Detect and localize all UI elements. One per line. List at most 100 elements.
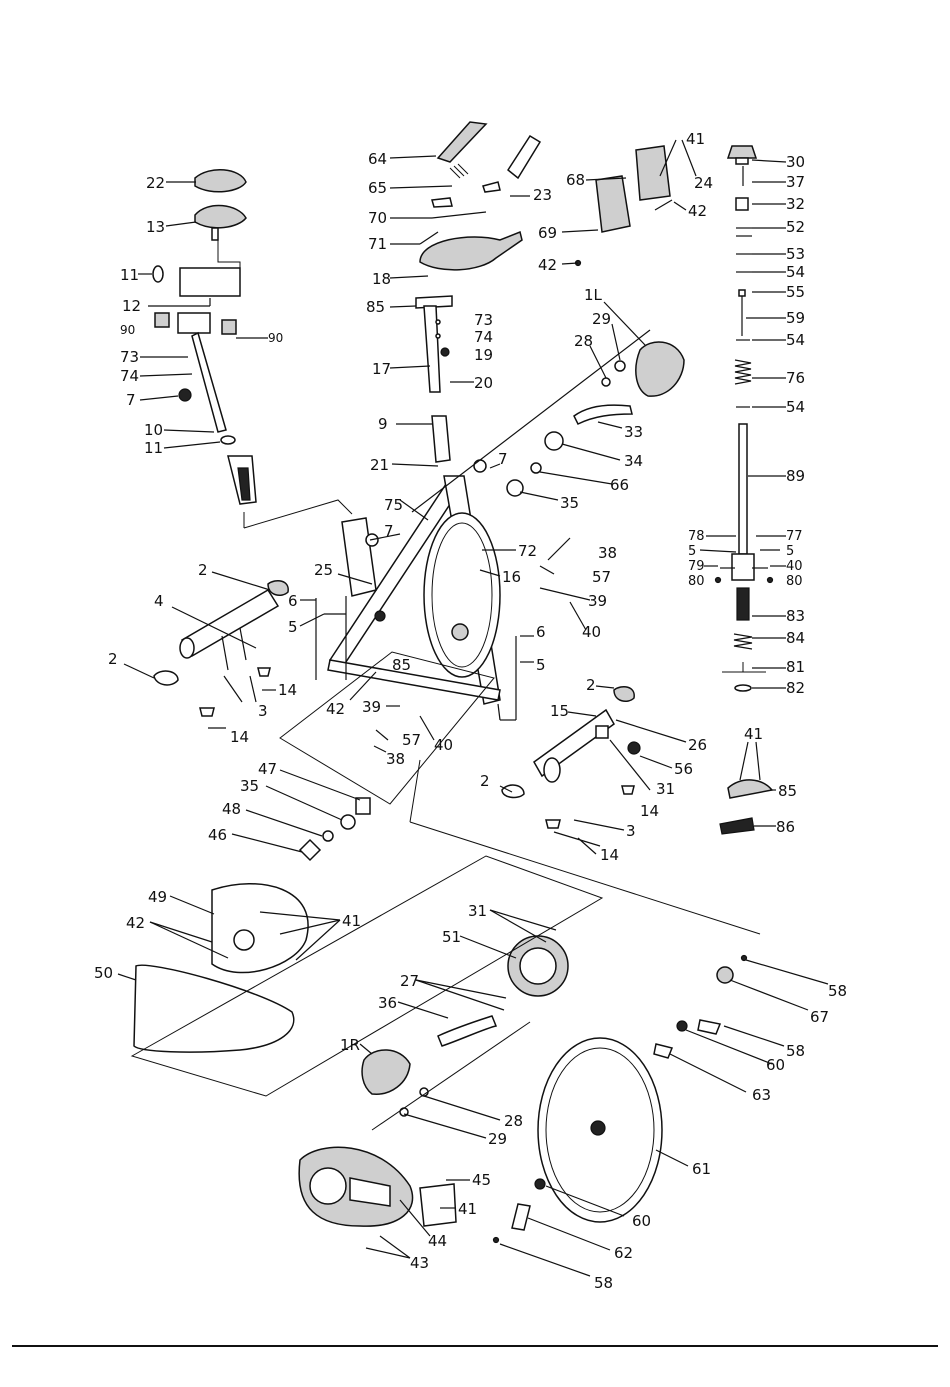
brake-stack <box>714 145 774 692</box>
callout-31: 31 <box>468 902 487 920</box>
callout-19: 19 <box>474 346 493 364</box>
callout-52: 52 <box>786 218 805 236</box>
callout-42: 42 <box>126 914 145 932</box>
callout-10: 10 <box>144 421 163 439</box>
seat-assembly <box>152 168 257 505</box>
chain-guard-group <box>133 797 371 1053</box>
callout-1L: 1L <box>584 286 603 304</box>
callout-36: 36 <box>378 994 397 1012</box>
callout-68: 68 <box>566 171 585 189</box>
callout-35: 35 <box>560 494 579 512</box>
callout-6: 6 <box>536 623 546 641</box>
callout-66: 66 <box>610 476 629 494</box>
callout-53: 53 <box>786 245 805 263</box>
callout-41: 41 <box>744 725 763 743</box>
callout-2: 2 <box>108 650 118 668</box>
callout-72: 72 <box>518 542 537 560</box>
callout-85: 85 <box>392 656 411 674</box>
callout-81: 81 <box>786 658 805 676</box>
callout-77: 77 <box>786 529 803 544</box>
callout-33: 33 <box>624 423 643 441</box>
callout-14: 14 <box>600 846 619 864</box>
callout-54: 54 <box>786 263 805 281</box>
callout-82: 82 <box>786 679 805 697</box>
callout-1R: 1R <box>340 1036 360 1054</box>
callout-73: 73 <box>474 311 493 329</box>
callout-14: 14 <box>278 681 297 699</box>
callout-29: 29 <box>592 310 611 328</box>
callout-41: 41 <box>342 912 361 930</box>
leader-lines <box>117 139 829 1277</box>
callout-64: 64 <box>368 150 387 168</box>
callout-58: 58 <box>786 1042 805 1060</box>
callout-74: 74 <box>474 328 493 346</box>
callout-70: 70 <box>368 209 387 227</box>
callout-6: 6 <box>288 592 298 610</box>
chainring-group <box>361 935 569 1117</box>
callout-57: 57 <box>402 731 421 749</box>
callout-60: 60 <box>632 1212 651 1230</box>
callout-40: 40 <box>582 623 601 641</box>
callout-67: 67 <box>810 1008 829 1026</box>
callout-40: 40 <box>786 559 803 574</box>
callout-41: 41 <box>686 130 705 148</box>
callout-26: 26 <box>688 736 707 754</box>
callout-31: 31 <box>656 780 675 798</box>
callout-28: 28 <box>574 332 593 350</box>
callout-43: 43 <box>410 1254 429 1272</box>
callout-21: 21 <box>370 456 389 474</box>
callout-38: 38 <box>598 544 617 562</box>
callout-17: 17 <box>372 360 391 378</box>
callout-18: 18 <box>372 270 391 288</box>
callout-85: 85 <box>778 782 797 800</box>
callout-30: 30 <box>786 153 805 171</box>
callout-20: 20 <box>474 374 493 392</box>
callout-89: 89 <box>786 467 805 485</box>
callout-42: 42 <box>538 256 557 274</box>
callout-71: 71 <box>368 235 387 253</box>
callout-5: 5 <box>536 656 546 674</box>
callout-41: 41 <box>458 1200 477 1218</box>
callout-80: 80 <box>786 574 803 589</box>
callout-42: 42 <box>688 202 707 220</box>
callout-78: 78 <box>688 529 705 544</box>
callout-85: 85 <box>366 298 385 316</box>
callout-4: 4 <box>154 592 164 610</box>
callout-61: 61 <box>692 1160 711 1178</box>
callout-34: 34 <box>624 452 643 470</box>
callout-80: 80 <box>688 574 705 589</box>
callout-39: 39 <box>588 592 607 610</box>
callout-83: 83 <box>786 607 805 625</box>
callout-labels: 22 13 11 12 90 90 73 74 7 10 11 64 65 23… <box>94 130 847 1292</box>
callout-73: 73 <box>120 348 139 366</box>
footer-rule <box>12 1345 938 1347</box>
callout-58: 58 <box>828 982 847 1000</box>
callout-39: 39 <box>362 698 381 716</box>
callout-40: 40 <box>434 736 453 754</box>
callout-51: 51 <box>442 928 461 946</box>
callout-84: 84 <box>786 629 805 647</box>
callout-38: 38 <box>386 750 405 768</box>
callout-50: 50 <box>94 964 113 982</box>
callout-32: 32 <box>786 195 805 213</box>
callout-9: 9 <box>378 415 388 433</box>
callout-45: 45 <box>472 1171 491 1189</box>
callout-13: 13 <box>146 218 165 236</box>
chain-cover <box>298 1146 457 1227</box>
callout-74: 74 <box>120 367 139 385</box>
callout-12: 12 <box>122 297 141 315</box>
callout-37: 37 <box>786 173 805 191</box>
callout-75: 75 <box>384 496 403 514</box>
left-crank-group <box>506 341 685 497</box>
callout-55: 55 <box>786 283 805 301</box>
callout-46: 46 <box>208 826 227 844</box>
callout-3: 3 <box>626 822 636 840</box>
main-frame <box>327 329 651 705</box>
callout-79: 79 <box>688 559 705 574</box>
callout-14: 14 <box>640 802 659 820</box>
callout-57: 57 <box>592 568 611 586</box>
callout-42: 42 <box>326 700 345 718</box>
callout-69: 69 <box>538 224 557 242</box>
callout-59: 59 <box>786 309 805 327</box>
cover-assembly <box>574 145 673 267</box>
